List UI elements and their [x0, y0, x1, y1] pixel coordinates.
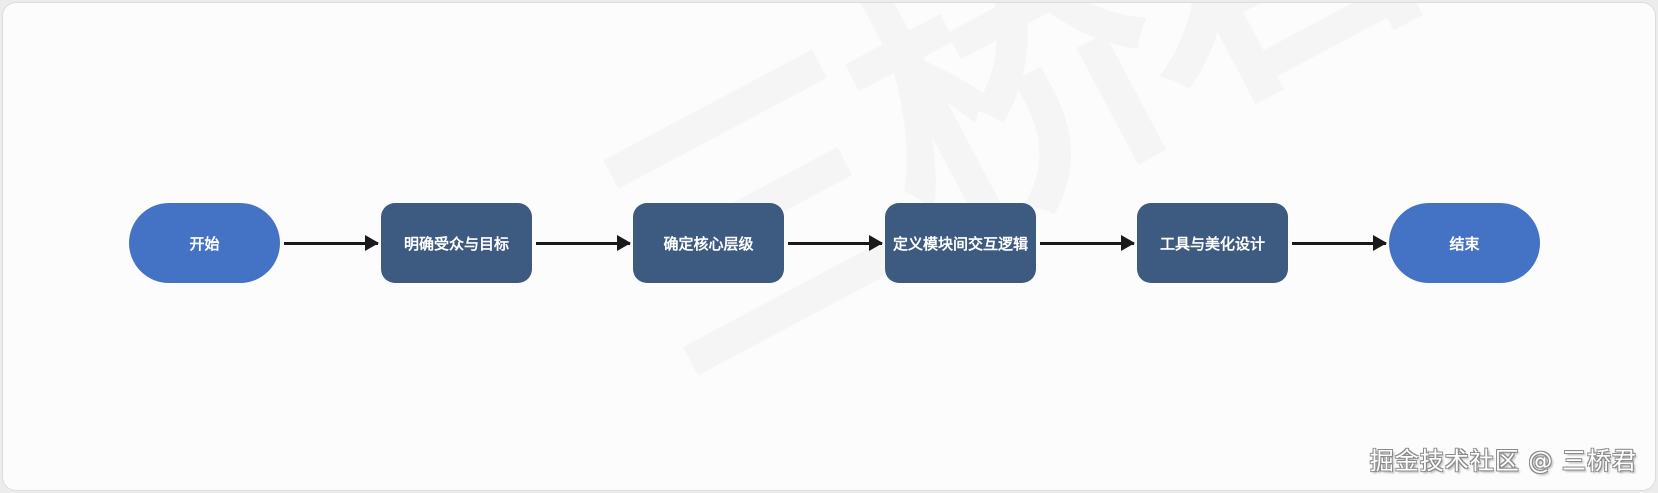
step-node-label: 定义模块间交互逻辑	[892, 234, 1028, 253]
start-node-label: 开始	[189, 234, 220, 253]
arrow-step4-to-end	[1292, 235, 1387, 251]
end-node[interactable]: 结束	[1389, 203, 1540, 283]
step-node-module-interaction[interactable]: 定义模块间交互逻辑	[885, 203, 1036, 283]
arrow-step1-to-step2	[536, 235, 631, 251]
step-node-label: 确定核心层级	[663, 234, 754, 253]
step-node-audience-goals[interactable]: 明确受众与目标	[381, 203, 532, 283]
arrow-start-to-step1	[284, 235, 379, 251]
end-node-label: 结束	[1449, 234, 1480, 253]
arrow-step2-to-step3	[788, 235, 883, 251]
step-node-label: 工具与美化设计	[1159, 234, 1265, 253]
arrow-step3-to-step4	[1040, 235, 1135, 251]
credit-watermark: 掘金技术社区 @ 三桥君	[1369, 447, 1637, 475]
step-node-tools-design[interactable]: 工具与美化设计	[1137, 203, 1288, 283]
start-node[interactable]: 开始	[129, 203, 280, 283]
step-node-core-hierarchy[interactable]: 确定核心层级	[633, 203, 784, 283]
step-node-label: 明确受众与目标	[403, 234, 509, 253]
